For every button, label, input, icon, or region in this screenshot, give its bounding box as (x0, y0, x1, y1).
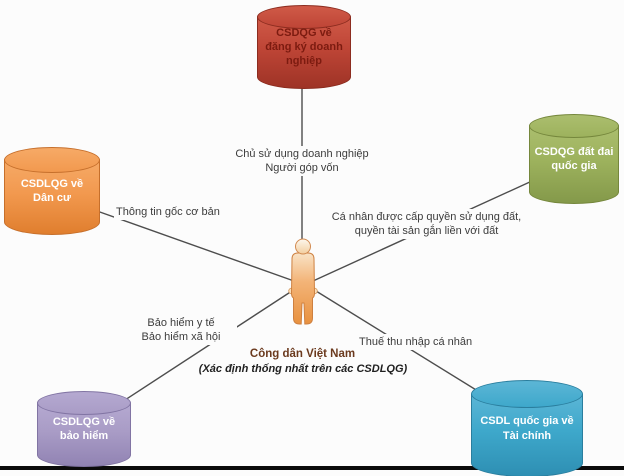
edge-label-line: Bảo hiểm xã hội (141, 331, 221, 343)
edge-label-finance: Thuế thu nhập cá nhân (357, 334, 475, 350)
edge-label-insurance: Bảo hiểm y tế Bảo hiểm xã hội (125, 315, 237, 345)
database-label: CSDQG đất đai quốc gia (534, 145, 614, 172)
cylinder-top-ellipse (529, 114, 619, 138)
edge-label-business: Chủ sử dụng doanh nghiệp Người góp vốn (205, 146, 399, 176)
edge-label-line: Thông tin gốc cơ bản (116, 206, 220, 218)
edge-label-line: Thuế thu nhập cá nhân (359, 336, 473, 348)
cylinder-shape (529, 126, 619, 204)
database-population: CSDLQG về Dân cư (4, 147, 100, 235)
edge-label-line: Bảo hiểm y tế (147, 317, 215, 329)
database-label: CSDQG về đăng ký doanh nghiệp (265, 26, 343, 68)
edge-label-land: Cá nhân được cấp quyền sử dụng đất, quyề… (322, 209, 531, 239)
edge-label-line: Cá nhân được cấp quyền sử dụng đất, (331, 211, 522, 223)
cylinder-top-ellipse (4, 147, 100, 173)
cylinder-shape (257, 17, 351, 89)
slide-bottom-rule (0, 466, 624, 470)
database-label: CSDL quốc gia về Tài chính (480, 415, 574, 442)
edge-label-line: Chủ sử dụng doanh nghiệp (235, 148, 369, 160)
edge-label-population: Thông tin gốc cơ bản (114, 204, 222, 220)
database-label: CSDLQG về Dân cư (20, 177, 84, 204)
database-insurance: CSDLQG về bảo hiểm (37, 391, 131, 467)
center-figure-title: Công dân Việt Nam (220, 348, 385, 360)
database-business-registration: CSDQG về đăng ký doanh nghiệp (257, 5, 351, 89)
edge-label-line: Người góp vốn (265, 162, 339, 174)
database-label: CSDLQG về bảo hiểm (52, 415, 116, 442)
citizen-person-icon (288, 238, 318, 325)
center-figure-subtitle: (Xác định thống nhất trên các CSDLQG) (183, 363, 423, 375)
database-land: CSDQG đất đai quốc gia (529, 114, 619, 204)
cylinder-top-ellipse (37, 391, 131, 415)
edge-label-line: quyền tài sản gắn liền với đất (354, 225, 499, 237)
database-finance: CSDL quốc gia về Tài chính (471, 380, 583, 476)
edge-line-population (96, 210, 295, 282)
cylinder-top-ellipse (257, 5, 351, 29)
cylinder-top-ellipse (471, 380, 583, 408)
